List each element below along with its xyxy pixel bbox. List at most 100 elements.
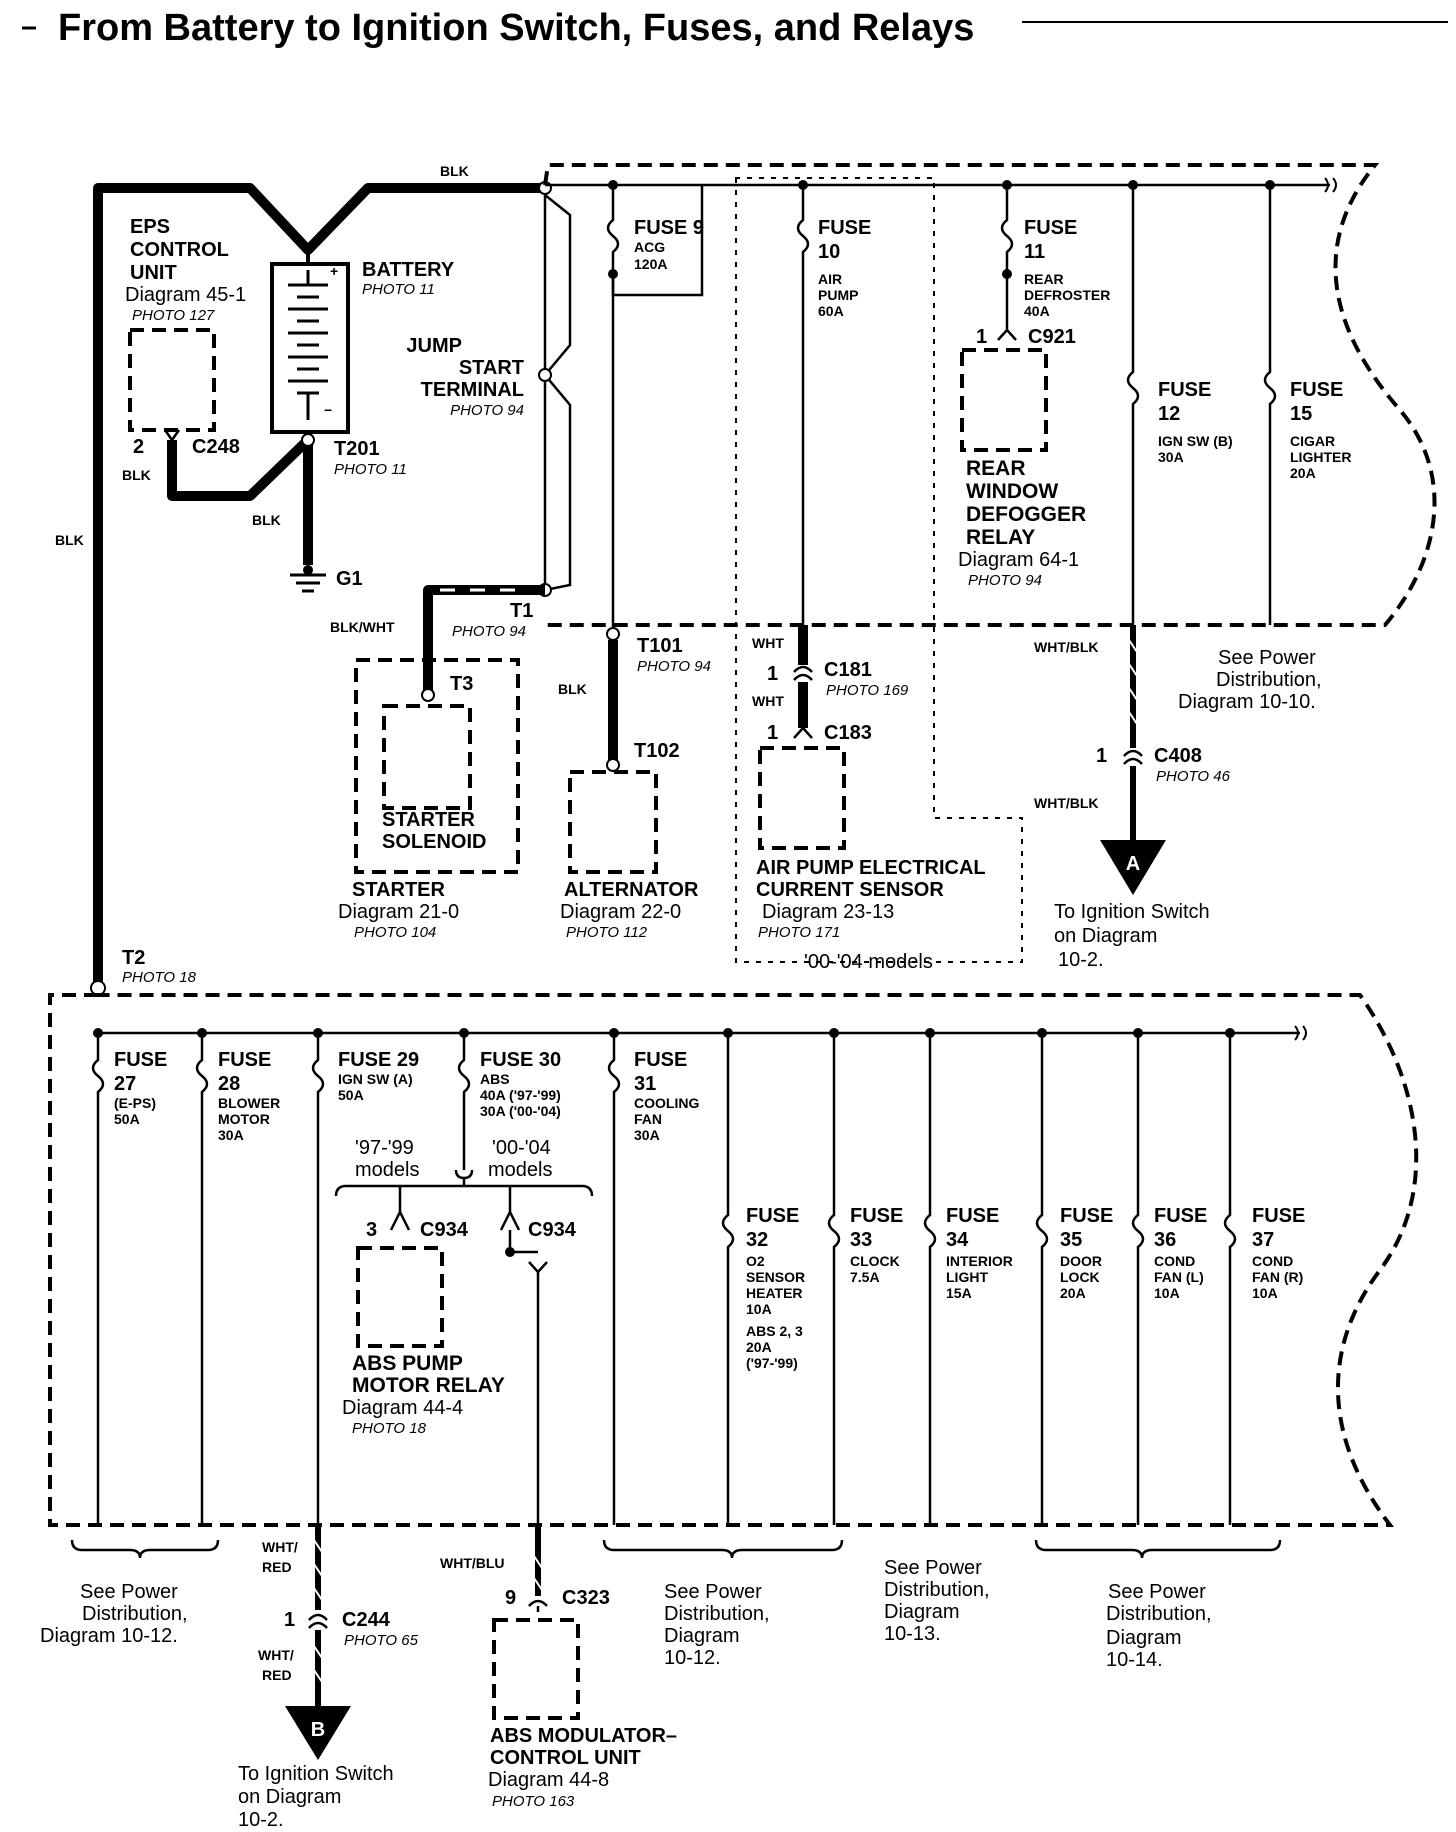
svg-text:PHOTO 171: PHOTO 171 (758, 924, 840, 941)
svg-text:A: A (1126, 853, 1140, 875)
svg-text:UNIT: UNIT (130, 262, 177, 284)
svg-text:COOLING: COOLING (634, 1095, 699, 1111)
svg-text:15A: 15A (946, 1285, 972, 1301)
main-blk-wire (93, 183, 545, 985)
svg-text:RELAY: RELAY (966, 526, 1035, 549)
svg-text:AIR PUMP ELECTRICAL: AIR PUMP ELECTRICAL (756, 857, 986, 879)
svg-text:−: − (324, 402, 332, 418)
svg-text:3: 3 (366, 1219, 377, 1241)
svg-text:10-14.: 10-14. (1106, 1649, 1163, 1671)
svg-text:1: 1 (976, 326, 987, 348)
svg-text:PHOTO 65: PHOTO 65 (344, 1632, 419, 1649)
svg-text:REAR: REAR (1024, 271, 1064, 287)
bus-break (1324, 177, 1337, 193)
svg-text:'00-'04: '00-'04 (492, 1137, 551, 1159)
svg-text:1: 1 (1096, 745, 1107, 767)
abs-modulator-control-unit: WHT/BLU 9 C323 ABS MODULATOR– CONTROL UN… (440, 1525, 677, 1810)
svg-text:32: 32 (746, 1229, 768, 1251)
svg-text:Diagram 21-0: Diagram 21-0 (338, 901, 459, 923)
svg-text:FUSE: FUSE (1158, 379, 1211, 401)
svg-text:STARTER: STARTER (382, 809, 476, 831)
svg-text:FUSE: FUSE (946, 1205, 999, 1227)
svg-text:BATTERY: BATTERY (362, 259, 455, 281)
svg-text:ACG: ACG (634, 239, 665, 255)
svg-text:WHT/BLU: WHT/BLU (440, 1555, 505, 1571)
svg-text:WHT/: WHT/ (258, 1647, 294, 1663)
svg-text:PUMP: PUMP (818, 287, 858, 303)
svg-text:FUSE 30: FUSE 30 (480, 1049, 561, 1071)
svg-text:Distribution,: Distribution, (82, 1603, 188, 1625)
svg-text:10A: 10A (1154, 1285, 1180, 1301)
svg-text:1: 1 (284, 1609, 295, 1631)
bottom-bus-break (1294, 1025, 1307, 1041)
fuse-37: FUSE 37 COND FAN (R) 10A (1223, 1028, 1305, 1525)
see-power-10-12-a: See Power Distribution, Diagram 10-12. (40, 1581, 188, 1647)
svg-text:20A: 20A (746, 1339, 772, 1355)
fuse-10: FUSE 10 AIR PUMP 60A (796, 180, 871, 625)
svg-text:FUSE: FUSE (218, 1049, 271, 1071)
svg-text:30A: 30A (218, 1127, 244, 1143)
fuse-32: FUSE 32 O2 SENSOR HEATER 10A ABS 2, 3 20… (721, 1028, 805, 1525)
svg-text:G1: G1 (336, 568, 363, 590)
arrow-b: B To Ignition Switch on Diagram 10-2. (238, 1706, 394, 1831)
svg-text:T101: T101 (637, 635, 683, 657)
ground-g1: T201 PHOTO 11 BLK G1 (252, 433, 407, 593)
svg-text:SENSOR: SENSOR (746, 1269, 805, 1285)
c408-connector: WHT/BLK 1 C408 PHOTO 46 WHT/BLK (1034, 625, 1231, 840)
svg-text:Diagram 23-13: Diagram 23-13 (762, 901, 894, 923)
svg-text:C408: C408 (1154, 745, 1202, 767)
svg-text:40A: 40A (1024, 303, 1050, 319)
svg-text:JUMP: JUMP (406, 335, 462, 357)
svg-text:Diagram: Diagram (664, 1625, 740, 1647)
svg-text:C934: C934 (528, 1219, 577, 1241)
svg-text:RED: RED (262, 1667, 292, 1683)
starter: T1 PHOTO 94 BLK/WHT T3 STARTER SOLENOID … (330, 585, 545, 941)
svg-text:Diagram 45-1: Diagram 45-1 (125, 284, 246, 306)
svg-text:on Diagram: on Diagram (238, 1786, 341, 1808)
svg-text:40A ('97-'99): 40A ('97-'99) (480, 1087, 561, 1103)
svg-text:COND: COND (1252, 1253, 1293, 1269)
rear-window-defogger-relay: 1 C921 REAR WINDOW DEFOGGER RELAY Diagra… (958, 326, 1086, 589)
svg-text:10-13.: 10-13. (884, 1623, 941, 1645)
svg-text:FUSE: FUSE (850, 1205, 903, 1227)
svg-text:See Power: See Power (80, 1581, 178, 1603)
svg-text:12: 12 (1158, 403, 1180, 425)
svg-text:PHOTO 11: PHOTO 11 (362, 281, 435, 298)
fuse-28: FUSE 28 BLOWER MOTOR 30A (195, 1028, 280, 1525)
svg-text:Distribution,: Distribution, (1216, 669, 1322, 691)
svg-text:1: 1 (767, 663, 778, 685)
svg-text:ALTERNATOR: ALTERNATOR (564, 879, 699, 901)
svg-text:11: 11 (1024, 241, 1045, 263)
models-00-04-enclosure (735, 177, 1023, 963)
svg-text:FUSE: FUSE (1024, 217, 1077, 239)
svg-text:FUSE: FUSE (1060, 1205, 1113, 1227)
svg-text:35: 35 (1060, 1229, 1082, 1251)
fuse-27: FUSE 27 (E-PS) 50A (91, 1028, 167, 1525)
t2-photo: PHOTO 18 (122, 969, 197, 986)
battery: + − BATTERY PHOTO 11 (270, 250, 455, 440)
svg-text:9: 9 (505, 1587, 516, 1609)
svg-text:FUSE: FUSE (746, 1205, 799, 1227)
brace-10-14 (1034, 1539, 1282, 1559)
svg-text:ABS PUMP: ABS PUMP (352, 1352, 463, 1375)
svg-text:50A: 50A (338, 1087, 364, 1103)
svg-text:START: START (459, 357, 524, 379)
svg-text:FUSE: FUSE (114, 1049, 167, 1071)
svg-text:models: models (488, 1159, 552, 1181)
svg-text:STARTER: STARTER (352, 879, 446, 901)
svg-text:PHOTO 46: PHOTO 46 (1156, 768, 1231, 785)
svg-text:Diagram: Diagram (1106, 1627, 1182, 1649)
svg-text:+: + (330, 263, 338, 279)
svg-text:20A: 20A (1290, 465, 1316, 481)
svg-text:WHT: WHT (752, 693, 784, 709)
svg-text:Diagram: Diagram (884, 1601, 960, 1623)
svg-text:CLOCK: CLOCK (850, 1253, 900, 1269)
svg-text:27: 27 (114, 1073, 136, 1095)
svg-text:MOTOR RELAY: MOTOR RELAY (352, 1374, 505, 1397)
svg-text:10-2.: 10-2. (1058, 949, 1104, 971)
svg-text:Diagram 22-0: Diagram 22-0 (560, 901, 681, 923)
svg-text:ABS: ABS (480, 1071, 510, 1087)
svg-text:7.5A: 7.5A (850, 1269, 880, 1285)
svg-text:models: models (355, 1159, 419, 1181)
svg-text:Diagram 44-4: Diagram 44-4 (342, 1397, 463, 1419)
